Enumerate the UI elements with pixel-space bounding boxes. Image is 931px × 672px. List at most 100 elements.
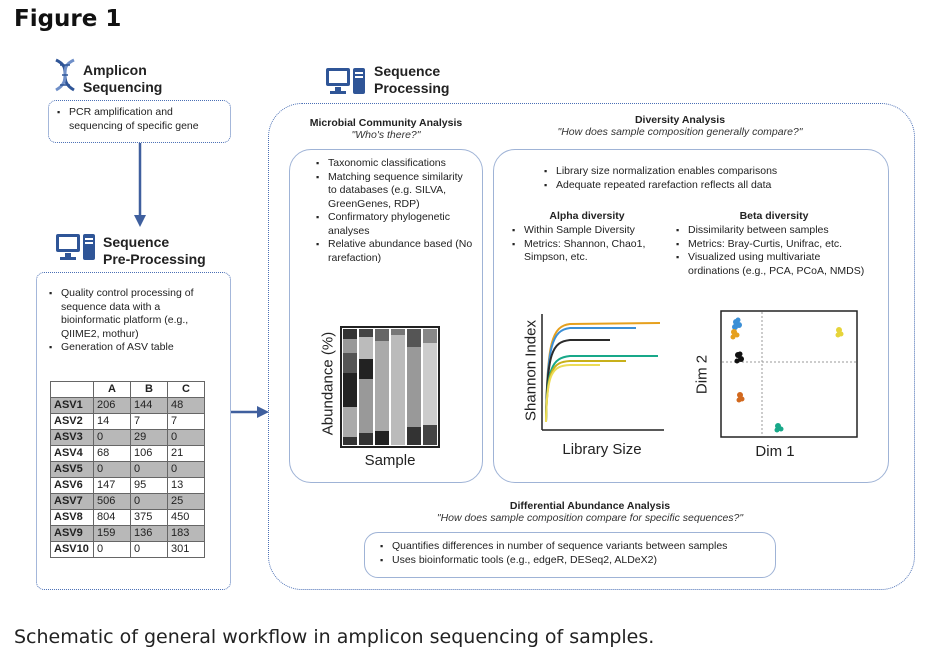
diversity-bullets-wrap: Library size normalization enables compa…	[544, 165, 864, 192]
differential-box	[364, 532, 776, 578]
ordination-cluster	[774, 423, 784, 433]
differential-bullet: Uses bioinformatic tools (e.g., edgeR, D…	[380, 554, 770, 568]
ordination-cluster	[835, 327, 844, 338]
table-cell: 147	[93, 477, 131, 494]
shannon-axis-label: Shannon Index	[522, 320, 540, 421]
table-row: ASV8 804 375 450	[50, 509, 205, 526]
table-row: ASV6 147 95 13	[50, 477, 205, 494]
table-cell: 0	[93, 429, 131, 446]
microbial-title: Microbial Community Analysis	[309, 117, 463, 129]
diversity-bullet: Adequate repeated rarefaction reflects a…	[544, 179, 864, 193]
table-cell: ASV1	[50, 397, 94, 414]
table-cell: 144	[130, 397, 168, 414]
table-cell: 375	[130, 509, 168, 526]
table-cell: 0	[167, 461, 205, 478]
rarefaction-curve	[545, 322, 661, 423]
table-cell: 106	[130, 445, 168, 462]
table-cell: ASV8	[50, 509, 94, 526]
table-cell: 14	[93, 413, 131, 430]
table-cell: ASV10	[50, 541, 94, 558]
microbial-box	[289, 149, 483, 483]
table-cell: ASV6	[50, 477, 94, 494]
preprocessing-bullet: Generation of ASV table	[49, 341, 199, 355]
table-row: ASV3 0 29 0	[50, 429, 205, 446]
ordination-cluster	[736, 392, 745, 403]
table-cell: 301	[167, 541, 205, 558]
table-cell: 68	[93, 445, 131, 462]
amplicon-title: Amplicon Sequencing	[83, 62, 163, 95]
table-cell: 13	[167, 477, 205, 494]
table-cell: ASV5	[50, 461, 94, 478]
stacked-bar	[359, 329, 373, 445]
table-row: ASV1 206 144 48	[50, 397, 205, 414]
differential-bullet: Quantifies differences in number of sequ…	[380, 540, 770, 554]
table-cell: ASV4	[50, 445, 94, 462]
processing-title: Sequence Processing	[374, 63, 450, 96]
table-cell: 7	[130, 413, 168, 430]
beta-bullet: Visualized using multivariate ordination…	[676, 251, 872, 278]
microbial-bullets: Taxonomic classifications Matching seque…	[316, 157, 474, 265]
table-cell: 136	[130, 525, 168, 542]
asv-table: A B C ASV1 206 144 48 ASV2 14 7 7 ASV3 0…	[50, 381, 205, 558]
rarefaction-curve	[545, 364, 600, 423]
differential-title: Differential Abundance Analysis	[509, 500, 671, 512]
preprocessing-bullet: Quality control processing of sequence d…	[49, 287, 199, 341]
diversity-bullets: Library size normalization enables compa…	[544, 165, 864, 192]
microbial-bullet: Taxonomic classifications	[316, 157, 474, 171]
diversity-bullet: Library size normalization enables compa…	[544, 165, 864, 179]
table-row: ASV4 68 106 21	[50, 445, 205, 462]
stacked-bar	[423, 329, 437, 445]
table-cell: 0	[93, 541, 131, 558]
beta-bullets: Dissimilarity between samples Metrics: B…	[676, 224, 872, 278]
ordination-cluster	[732, 317, 742, 330]
differential-question: "How does sample composition compare for…	[436, 512, 744, 524]
dim1-axis-label: Dim 1	[755, 443, 795, 460]
stacked-bar	[407, 329, 421, 445]
stacked-bar	[343, 329, 357, 445]
alpha-bullet: Metrics: Shannon, Chao1, Simpson, etc.	[512, 238, 662, 265]
diversity-box	[493, 149, 889, 483]
rarefaction-chart	[540, 312, 664, 436]
beta-bullet: Dissimilarity between samples	[676, 224, 872, 238]
table-cell: 25	[167, 493, 205, 510]
table-cell: 0	[130, 493, 168, 510]
rarefaction-curve	[545, 327, 636, 423]
table-cell: ASV7	[50, 493, 94, 510]
alpha-title: Alpha diversity	[549, 210, 625, 222]
beta-bullet: Metrics: Bray-Curtis, Unifrac, etc.	[676, 238, 872, 252]
table-cell: 0	[130, 541, 168, 558]
differential-bullets: Quantifies differences in number of sequ…	[380, 540, 770, 567]
figure-caption: Schematic of general workflow in amplico…	[14, 626, 655, 648]
microbial-bullet: Matching sequence similarity to database…	[316, 171, 474, 212]
amplicon-bullet: PCR amplification and sequencing of spec…	[57, 106, 224, 133]
table-cell: 0	[130, 461, 168, 478]
beta-title: Beta diversity	[739, 210, 809, 222]
preprocessing-box: Quality control processing of sequence d…	[36, 272, 231, 590]
beta-block: Beta diversity Dissimilarity between sam…	[676, 210, 872, 278]
table-header: C	[167, 381, 205, 398]
rarefaction-curve	[545, 360, 626, 423]
computer-icon	[55, 232, 97, 266]
microbial-header: Microbial Community Analysis "Who's ther…	[296, 117, 476, 141]
microbial-question: "Who's there?"	[351, 129, 421, 141]
table-cell: ASV9	[50, 525, 94, 542]
table-header: B	[130, 381, 168, 398]
table-cell: 7	[167, 413, 205, 430]
alpha-bullet: Within Sample Diversity	[512, 224, 662, 238]
table-cell: 804	[93, 509, 131, 526]
stacked-bar	[375, 329, 389, 445]
table-cell: 95	[130, 477, 168, 494]
table-cell: ASV3	[50, 429, 94, 446]
table-row: ASV9 159 136 183	[50, 525, 205, 542]
right-arrow	[231, 404, 269, 423]
table-header	[50, 381, 94, 398]
figure-title: Figure 1	[14, 6, 122, 32]
differential-bullets-wrap: Quantifies differences in number of sequ…	[380, 540, 770, 567]
amplicon-bullets: PCR amplification and sequencing of spec…	[57, 106, 224, 133]
table-cell: ASV2	[50, 413, 94, 430]
dna-icon	[52, 58, 78, 92]
ordination-cluster	[734, 351, 744, 364]
table-cell: 450	[167, 509, 205, 526]
table-cell: 48	[167, 397, 205, 414]
rarefaction-curve	[545, 339, 610, 423]
